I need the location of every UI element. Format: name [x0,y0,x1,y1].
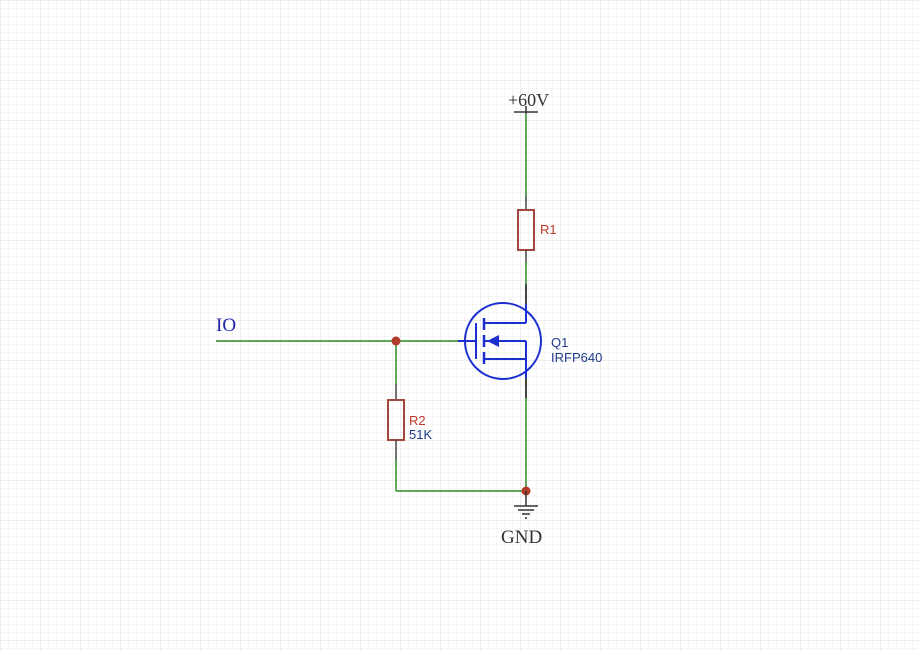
q1-designator: Q1 [551,335,568,350]
power-label: +60V [508,90,549,110]
r2-designator: R2 [409,413,426,428]
r2-value: 51K [409,427,432,442]
ground-symbol[interactable] [514,491,538,519]
q1-part-number: IRFP640 [551,350,602,365]
mosfet-q1[interactable]: Q1 IRFP640 [458,284,602,398]
resistor-r1[interactable]: R1 [517,196,557,262]
junction-gate [391,336,401,346]
wires [216,114,527,492]
resistor-r2[interactable]: R2 51K [387,384,432,460]
r1-designator: R1 [540,222,557,237]
net-label-io[interactable]: IO [216,315,236,336]
mosfet-arrow-icon [487,335,499,347]
power-symbol[interactable]: +60V [508,90,549,114]
ground-label: GND [501,527,542,548]
